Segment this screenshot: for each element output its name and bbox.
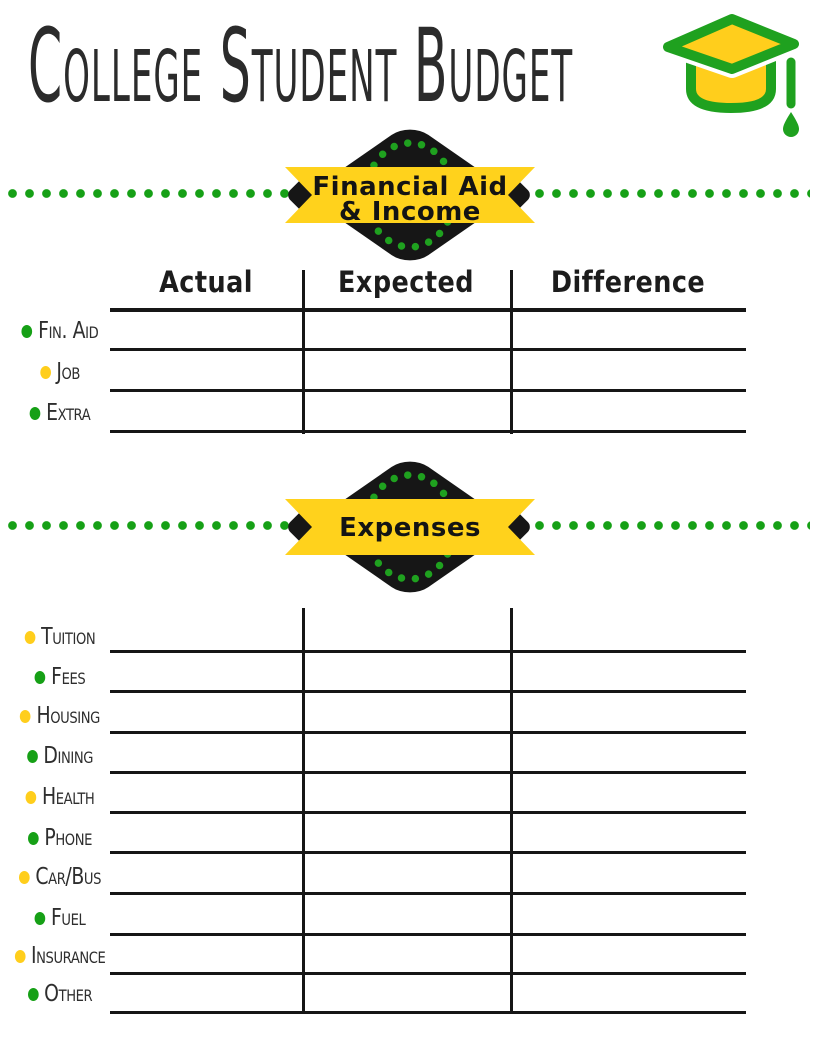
expenses-section-banner: Expenses	[285, 461, 535, 593]
row-label-text: Other	[44, 981, 93, 1007]
column-header-difference: Difference	[550, 265, 706, 299]
income-row-label: Job	[19, 357, 101, 387]
expense-row-label: Health	[19, 782, 101, 812]
expense-row-label: Car/Bus	[18, 862, 102, 892]
row-label-text: Insurance	[30, 943, 106, 969]
expenses-table-hline	[110, 690, 746, 693]
income-banner-text-line1: Financial Aid	[312, 172, 507, 202]
bullet-icon	[20, 709, 31, 723]
column-header-actual: Actual	[159, 265, 253, 299]
income-table-hline	[110, 389, 746, 392]
income-table-vline	[510, 270, 513, 434]
expense-row-label: Insurance	[14, 941, 106, 971]
expenses-table-hline	[110, 650, 746, 653]
bullet-icon	[27, 831, 39, 845]
expense-row-label: Housing	[19, 701, 101, 731]
column-header-expected: Expected	[338, 265, 474, 299]
expenses-table-hline	[110, 1011, 746, 1014]
expense-row-label: Fees	[19, 662, 101, 692]
income-table-hline	[110, 348, 746, 351]
bullet-icon	[21, 324, 33, 338]
expenses-banner-text: Expenses	[339, 513, 481, 543]
expenses-table-hline	[110, 731, 746, 734]
row-label-text: Extra	[46, 400, 91, 426]
expenses-table-hline	[110, 892, 746, 895]
expenses-table-hline	[110, 933, 746, 936]
row-label-text: Car/Bus	[35, 864, 102, 890]
bullet-icon	[26, 749, 38, 763]
row-label-text: Job	[56, 359, 81, 385]
bullet-icon	[14, 949, 26, 963]
income-section-banner: Financial Aid & Income	[285, 129, 535, 261]
bullet-icon	[18, 870, 30, 884]
page-title: College Student Budget	[28, 7, 574, 126]
row-label-text: Fin. Aid	[38, 318, 99, 344]
expense-row-label: Tuition	[19, 622, 101, 652]
bullet-icon	[27, 987, 39, 1001]
row-label-text: Phone	[44, 825, 93, 851]
bullet-icon	[24, 630, 36, 644]
bullet-icon	[34, 670, 46, 684]
row-label-text: Fees	[51, 664, 86, 690]
bullet-icon	[39, 365, 51, 379]
income-row-label: Extra	[19, 398, 101, 428]
expenses-table-hline	[110, 811, 746, 814]
income-table-hline	[110, 430, 746, 433]
expenses-table-hline	[110, 972, 746, 975]
row-label-text: Health	[42, 784, 95, 810]
bullet-icon	[29, 406, 41, 420]
income-table-hline	[110, 308, 746, 312]
expenses-table-hline	[110, 771, 746, 774]
expense-row-label: Dining	[19, 741, 101, 771]
bullet-icon	[34, 911, 46, 925]
graduation-cap-icon	[659, 10, 803, 137]
income-table-vline	[302, 270, 305, 434]
income-row-label: Fin. Aid	[19, 316, 101, 346]
expense-row-label: Other	[19, 979, 101, 1009]
bullet-icon	[25, 790, 37, 804]
row-label-text: Housing	[36, 703, 100, 729]
row-label-text: Dining	[43, 743, 93, 769]
row-label-text: Tuition	[41, 624, 96, 650]
expense-row-label: Fuel	[19, 903, 101, 933]
income-banner-text-line2: & Income	[339, 197, 481, 227]
row-label-text: Fuel	[50, 905, 86, 931]
expenses-table-hline	[110, 851, 746, 854]
expense-row-label: Phone	[19, 823, 101, 853]
